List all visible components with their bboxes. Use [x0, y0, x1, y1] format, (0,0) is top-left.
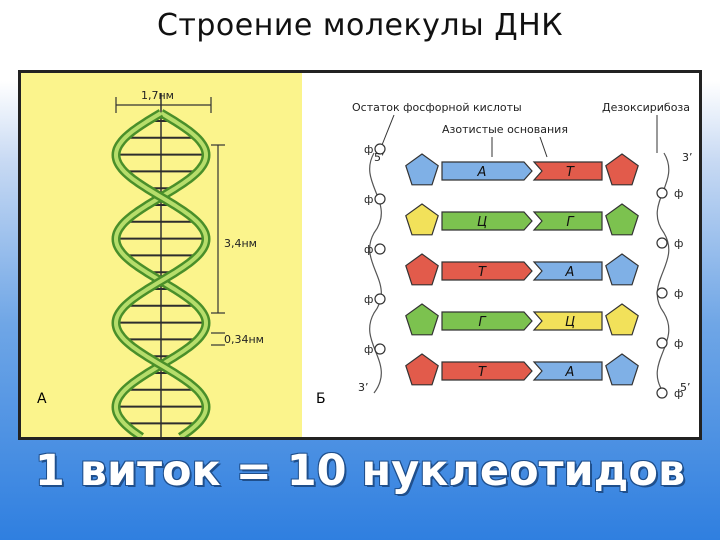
turn-caption: 1 виток = 10 нуклеотидов [34, 446, 686, 496]
deoxyribose-label: Дезоксирибоза [602, 101, 690, 114]
left-backbone [369, 152, 382, 394]
left-phosphate [374, 343, 386, 355]
width-label: 1,7нм [141, 89, 174, 102]
right-5-prime-end: 5’ [680, 381, 691, 394]
left-deoxyribose [405, 253, 439, 286]
slide-title: Строение молекулы ДНК [156, 8, 564, 43]
helix-strand-1-highlight [113, 111, 209, 437]
right-phosphate-symbol: ф [674, 187, 683, 200]
left-base-letter: Т [478, 365, 487, 380]
right-phosphate-symbol: ф [674, 287, 683, 300]
right-nitrogen-base [532, 311, 603, 331]
left-phosphate-symbol: ф [364, 243, 373, 256]
left-phosphate-symbol: ф [364, 193, 373, 206]
right-phosphate-symbol: ф [674, 387, 683, 400]
right-nitrogen-base [532, 161, 603, 181]
left-base-letter: Г [478, 315, 487, 330]
right-deoxyribose [605, 203, 639, 236]
right-base-letter: А [565, 365, 575, 380]
left-deoxyribose [405, 353, 439, 386]
left-nitrogen-base [441, 211, 533, 231]
right-deoxyribose [605, 353, 639, 386]
phosphate-residue-label: Остаток фосфорной кислоты [352, 101, 522, 114]
right-base-letter: А [565, 265, 575, 280]
right-phosphate [656, 237, 668, 249]
right-phosphate [656, 387, 668, 399]
right-base-letter: Т [566, 165, 575, 180]
left-phosphate-symbol: ф [364, 143, 373, 156]
dna-figure: 1,7нм 3,4нм 0,34нм А Остаток фосфорной к… [18, 70, 702, 440]
left-nitrogen-base [441, 311, 533, 331]
left-5-prime-end: 5’ [374, 151, 385, 164]
right-phosphate-symbol: ф [674, 337, 683, 350]
left-phosphate [374, 143, 386, 155]
left-base-letter: Ц [477, 215, 487, 230]
nucleotide-diagram: Остаток фосфорной кислоты Дезоксирибоза … [316, 101, 693, 407]
left-phosphate-symbol: ф [364, 343, 373, 356]
left-phosphate [374, 193, 386, 205]
right-nitrogen-base [532, 361, 603, 381]
left-phosphate-symbol: ф [364, 293, 373, 306]
left-nitrogen-base [441, 161, 533, 181]
left-deoxyribose [405, 153, 439, 186]
left-nitrogen-base [441, 361, 533, 381]
helix-strand-2-highlight [113, 111, 209, 437]
right-deoxyribose [605, 303, 639, 336]
panel-a-label: А [37, 391, 47, 407]
right-deoxyribose [605, 153, 639, 186]
panel-b-label: Б [316, 391, 326, 407]
right-phosphate [656, 287, 668, 299]
left-phosphate [374, 293, 386, 305]
right-phosphate-symbol: ф [674, 237, 683, 250]
right-phosphate [656, 337, 668, 349]
right-deoxyribose [605, 253, 639, 286]
helix-diagram: 1,7нм 3,4нм 0,34нм А [37, 89, 264, 437]
left-base-letter: Т [478, 265, 487, 280]
right-phosphate [656, 187, 668, 199]
left-deoxyribose [405, 203, 439, 236]
left-3-prime-end: 3’ [358, 381, 369, 394]
nitrogen-bases-label: Азотистые основания [442, 123, 568, 136]
right-base-letter: Г [566, 215, 575, 230]
left-deoxyribose [405, 303, 439, 336]
panel-a-helix: 1,7нм 3,4нм 0,34нм А [21, 73, 302, 437]
pitch-label: 3,4нм [224, 237, 257, 250]
right-base-letter: Ц [565, 315, 575, 330]
step-label: 0,34нм [224, 333, 264, 346]
right-nitrogen-base [532, 261, 603, 281]
left-nitrogen-base [441, 261, 533, 281]
left-phosphate [374, 243, 386, 255]
left-base-letter: А [477, 165, 487, 180]
right-nitrogen-base [532, 211, 603, 231]
right-3-prime-end: 3’ [682, 151, 693, 164]
panel-b-structure: Остаток фосфорной кислоты Дезоксирибоза … [302, 73, 699, 437]
